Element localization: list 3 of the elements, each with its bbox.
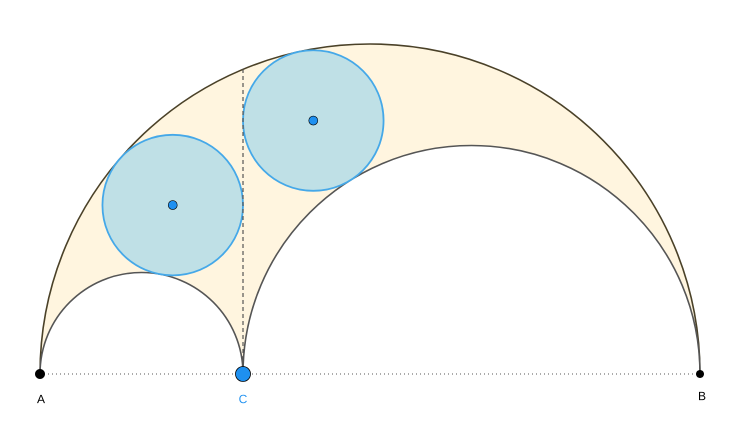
point-label: C bbox=[239, 394, 247, 404]
point-label: A bbox=[37, 394, 45, 404]
point-label: B bbox=[699, 392, 706, 400]
